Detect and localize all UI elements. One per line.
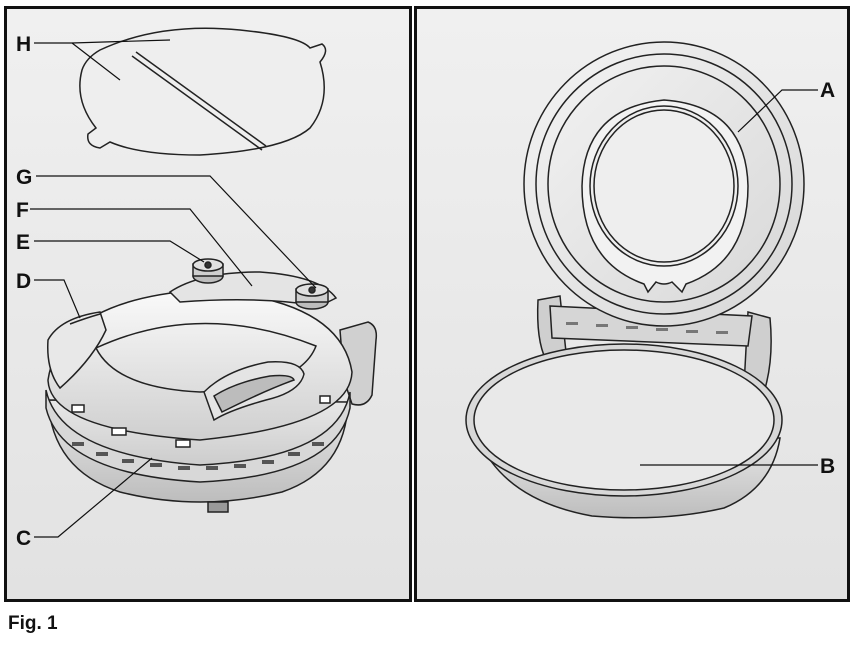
callout-label-g: G (16, 166, 32, 189)
pizza-oven-open (465, 41, 805, 519)
callout-label-f: F (16, 199, 29, 222)
leader-lines-right (640, 89, 818, 466)
vent-slots (72, 442, 324, 470)
leader-lines-left (30, 39, 317, 538)
callout-label-b: B (820, 455, 835, 478)
splatter-guard-plate (79, 27, 327, 156)
callout-label-e: E (16, 231, 30, 254)
callout-label-a: A (820, 79, 835, 102)
figure-caption: Fig. 1 (8, 613, 58, 634)
callout-label-d: D (16, 270, 31, 293)
callout-label-h: H (16, 33, 31, 56)
pizza-oven-closed (45, 258, 378, 513)
callout-label-c: C (16, 527, 31, 550)
